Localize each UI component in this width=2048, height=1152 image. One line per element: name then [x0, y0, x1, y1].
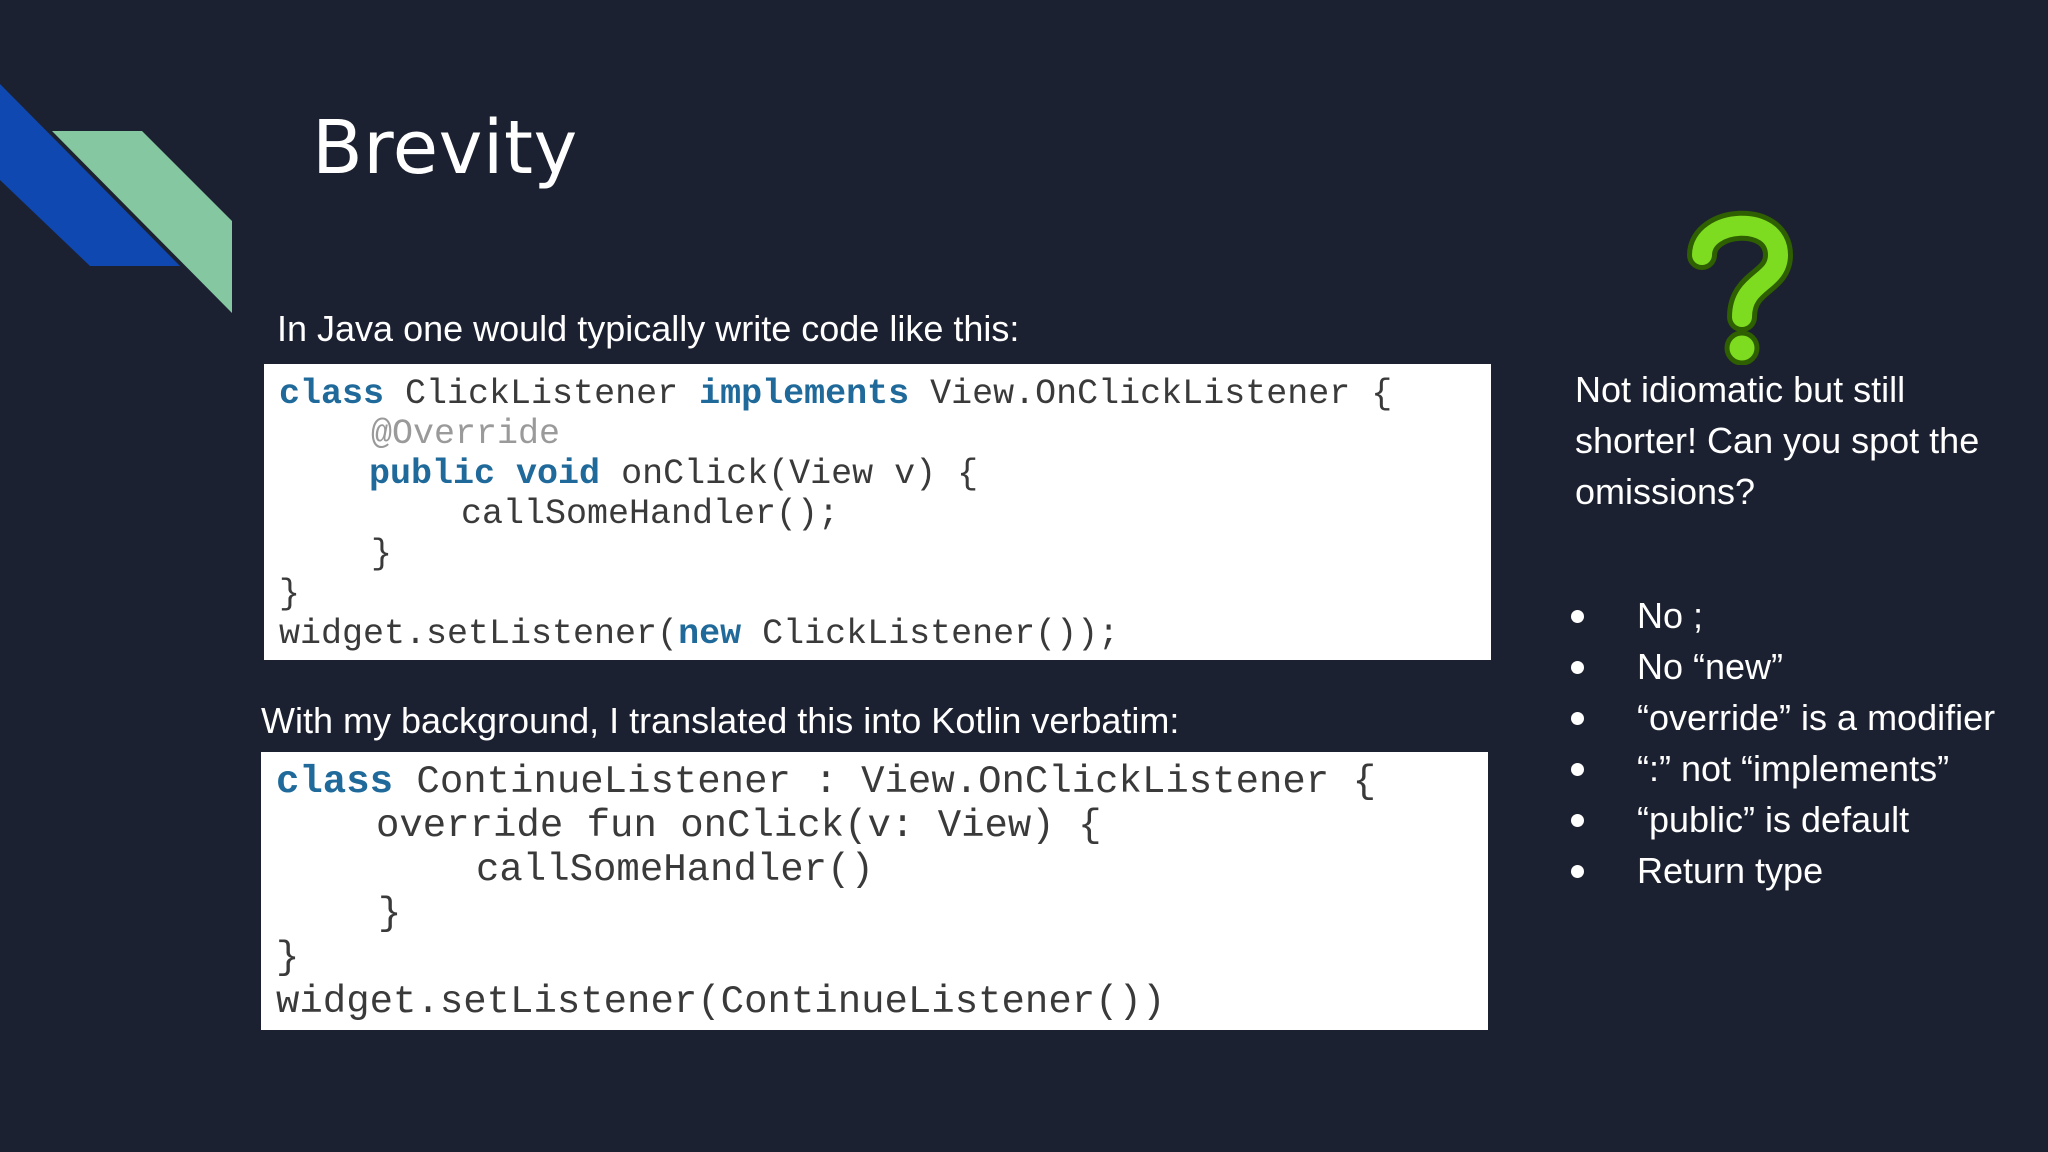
- slide-title: Brevity: [312, 105, 578, 191]
- code-text: }: [276, 936, 300, 980]
- blue-stripe: [0, 84, 180, 266]
- code-text: onClick(View v) {: [600, 454, 979, 494]
- code-keyword: implements: [699, 374, 910, 414]
- bullet-dot-icon: [1571, 865, 1584, 878]
- code-text: ClickListener: [384, 374, 700, 414]
- java-code-block: class ClickListener implements View.OnCl…: [264, 364, 1491, 660]
- code-keyword: class: [276, 760, 394, 804]
- kotlin-code-line: }: [276, 936, 299, 980]
- kotlin-code-line: widget.setListener(ContinueListener()): [276, 980, 1165, 1024]
- bullet-dot-icon: [1571, 763, 1584, 776]
- java-code-line: class ClickListener implements View.OnCl…: [279, 374, 1392, 414]
- code-text: callSomeHandler();: [461, 494, 840, 534]
- bullet-dot-icon: [1571, 610, 1584, 623]
- code-keyword: void: [516, 454, 601, 494]
- list-item-text: Return type: [1637, 850, 1824, 891]
- code-text: ContinueListener : View.OnClickListener …: [393, 760, 1376, 804]
- code-annotation: @Override: [371, 414, 561, 454]
- list-item-text: No ;: [1637, 595, 1704, 636]
- kotlin-code-line: class ContinueListener : View.OnClickLis…: [276, 760, 1376, 804]
- kotlin-code-line: override fun onClick(v: View) {: [376, 804, 1102, 848]
- code-text: callSomeHandler(): [476, 848, 874, 892]
- code-keyword: class: [279, 374, 385, 414]
- code-text: [495, 454, 516, 494]
- kotlin-caption: With my background, I translated this in…: [261, 700, 1180, 741]
- code-text: ClickListener());: [741, 614, 1120, 654]
- kotlin-code-block: class ContinueListener : View.OnClickLis…: [261, 752, 1488, 1030]
- question-mark-hook-fill: [1692, 215, 1788, 327]
- java-code-line: @Override: [371, 414, 560, 454]
- bullet-dot-icon: [1571, 712, 1584, 725]
- question-mark-dot: [1724, 330, 1760, 365]
- corner-decoration: [0, 84, 232, 313]
- list-item-text: “override” is a modifier: [1637, 697, 1996, 738]
- java-code-line: callSomeHandler();: [461, 494, 839, 534]
- kotlin-code-line: callSomeHandler(): [476, 848, 874, 892]
- list-item-text: “public” is default: [1637, 799, 1910, 840]
- code-text: override fun onClick(v: View) {: [376, 804, 1102, 848]
- code-text: widget.setListener(: [279, 614, 679, 654]
- java-caption: In Java one would typically write code l…: [277, 308, 1020, 349]
- java-code-line: widget.setListener(new ClickListener());: [279, 614, 1119, 654]
- question-mark-icon: [1687, 210, 1793, 365]
- code-text: }: [378, 892, 402, 936]
- code-keyword: new: [678, 614, 742, 654]
- java-code-line: }: [279, 574, 300, 614]
- kotlin-code-line: }: [378, 892, 401, 936]
- green-stripe: [52, 131, 232, 313]
- list-item-text: “:” not “implements”: [1637, 748, 1950, 789]
- code-text: }: [371, 534, 393, 574]
- note-text: Not idiomatic but still shorter! Can you…: [1575, 369, 1980, 512]
- code-text: }: [279, 574, 301, 614]
- bullet-dot-icon: [1571, 661, 1584, 674]
- code-text: widget.setListener(ContinueListener()): [276, 980, 1166, 1024]
- list-item-text: No “new”: [1637, 646, 1784, 687]
- java-code-line: public void onClick(View v) {: [369, 454, 978, 494]
- code-text: View.OnClickListener {: [909, 374, 1393, 414]
- java-code-line: }: [371, 534, 392, 574]
- code-keyword: public: [369, 454, 496, 494]
- bullet-dot-icon: [1571, 814, 1584, 827]
